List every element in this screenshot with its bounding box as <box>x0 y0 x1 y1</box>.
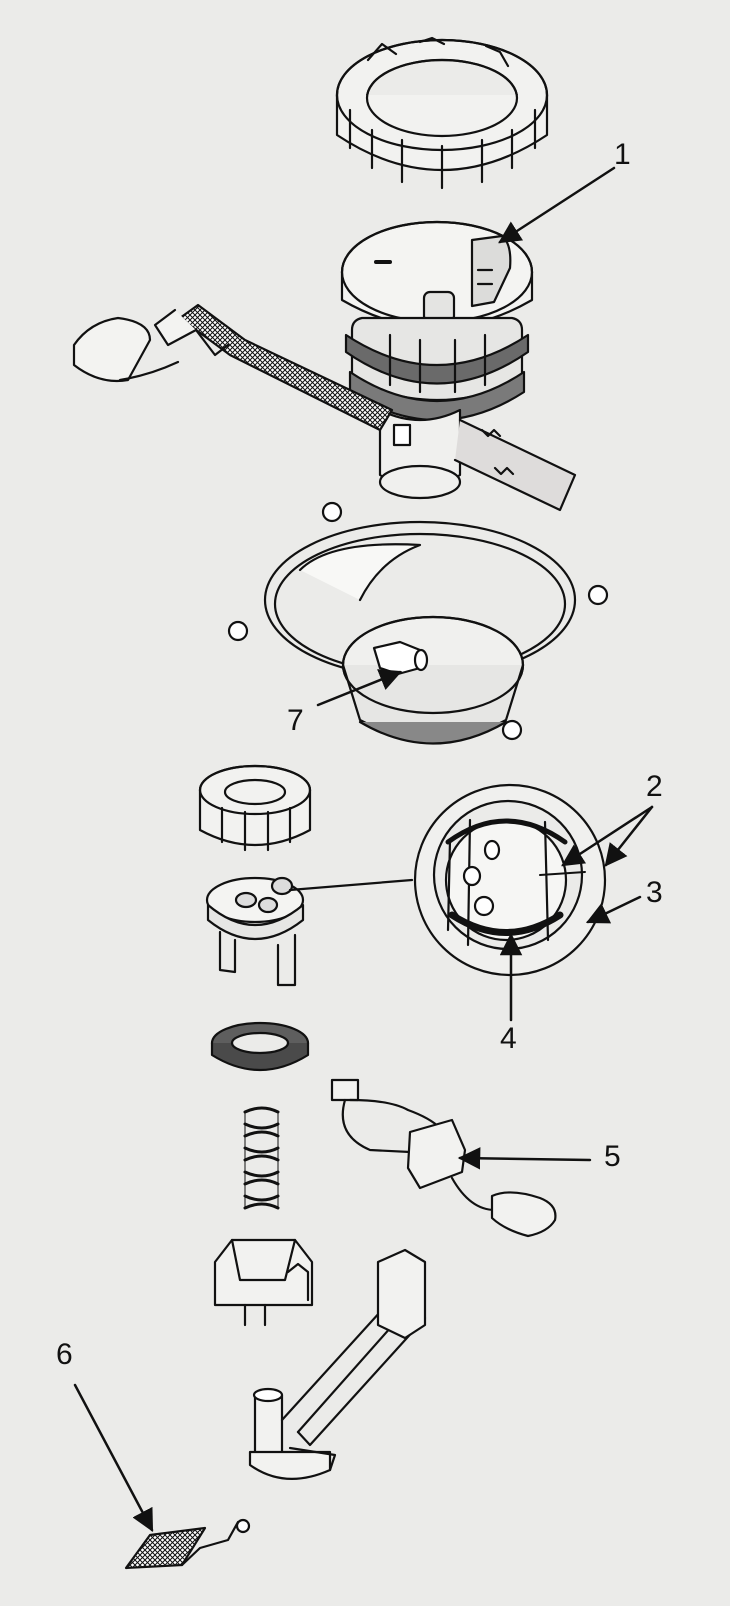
seal-ring <box>210 1021 310 1071</box>
pump-holder <box>213 1238 314 1327</box>
spring <box>243 1106 280 1210</box>
tank-reservoir <box>227 501 609 745</box>
callout-4: 4 <box>500 1022 517 1055</box>
pump-flange <box>340 220 534 329</box>
float-arm <box>248 1248 427 1480</box>
callout-5: 5 <box>604 1140 621 1173</box>
inlet-filter <box>124 1518 251 1570</box>
callout-1: 1 <box>614 138 631 171</box>
callout-3: 3 <box>646 876 663 909</box>
leader-lines <box>73 166 654 1532</box>
sender-base <box>413 783 607 977</box>
pump-body <box>344 316 530 500</box>
callout-7: 7 <box>287 704 304 737</box>
sender-cap <box>205 876 414 987</box>
lock-ring-small <box>198 764 312 852</box>
callout-2: 2 <box>646 770 663 803</box>
level-sensor <box>330 1078 557 1238</box>
lock-ring-top <box>335 36 549 190</box>
wiring-harness <box>72 303 577 512</box>
callout-6: 6 <box>56 1338 73 1371</box>
